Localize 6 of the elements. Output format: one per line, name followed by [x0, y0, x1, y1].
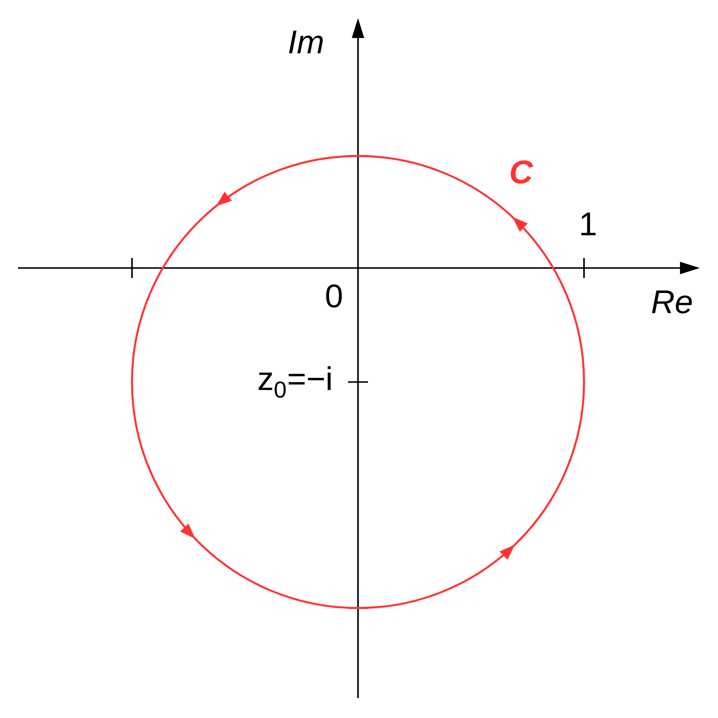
point-label: z$_{0}$=−i	[258, 366, 331, 398]
tick-label: 1	[581, 212, 596, 236]
origin-label: 0	[326, 284, 342, 308]
axis-label: Re	[652, 290, 692, 314]
axis-label: Im	[289, 30, 323, 54]
contour-label: C	[510, 160, 534, 184]
